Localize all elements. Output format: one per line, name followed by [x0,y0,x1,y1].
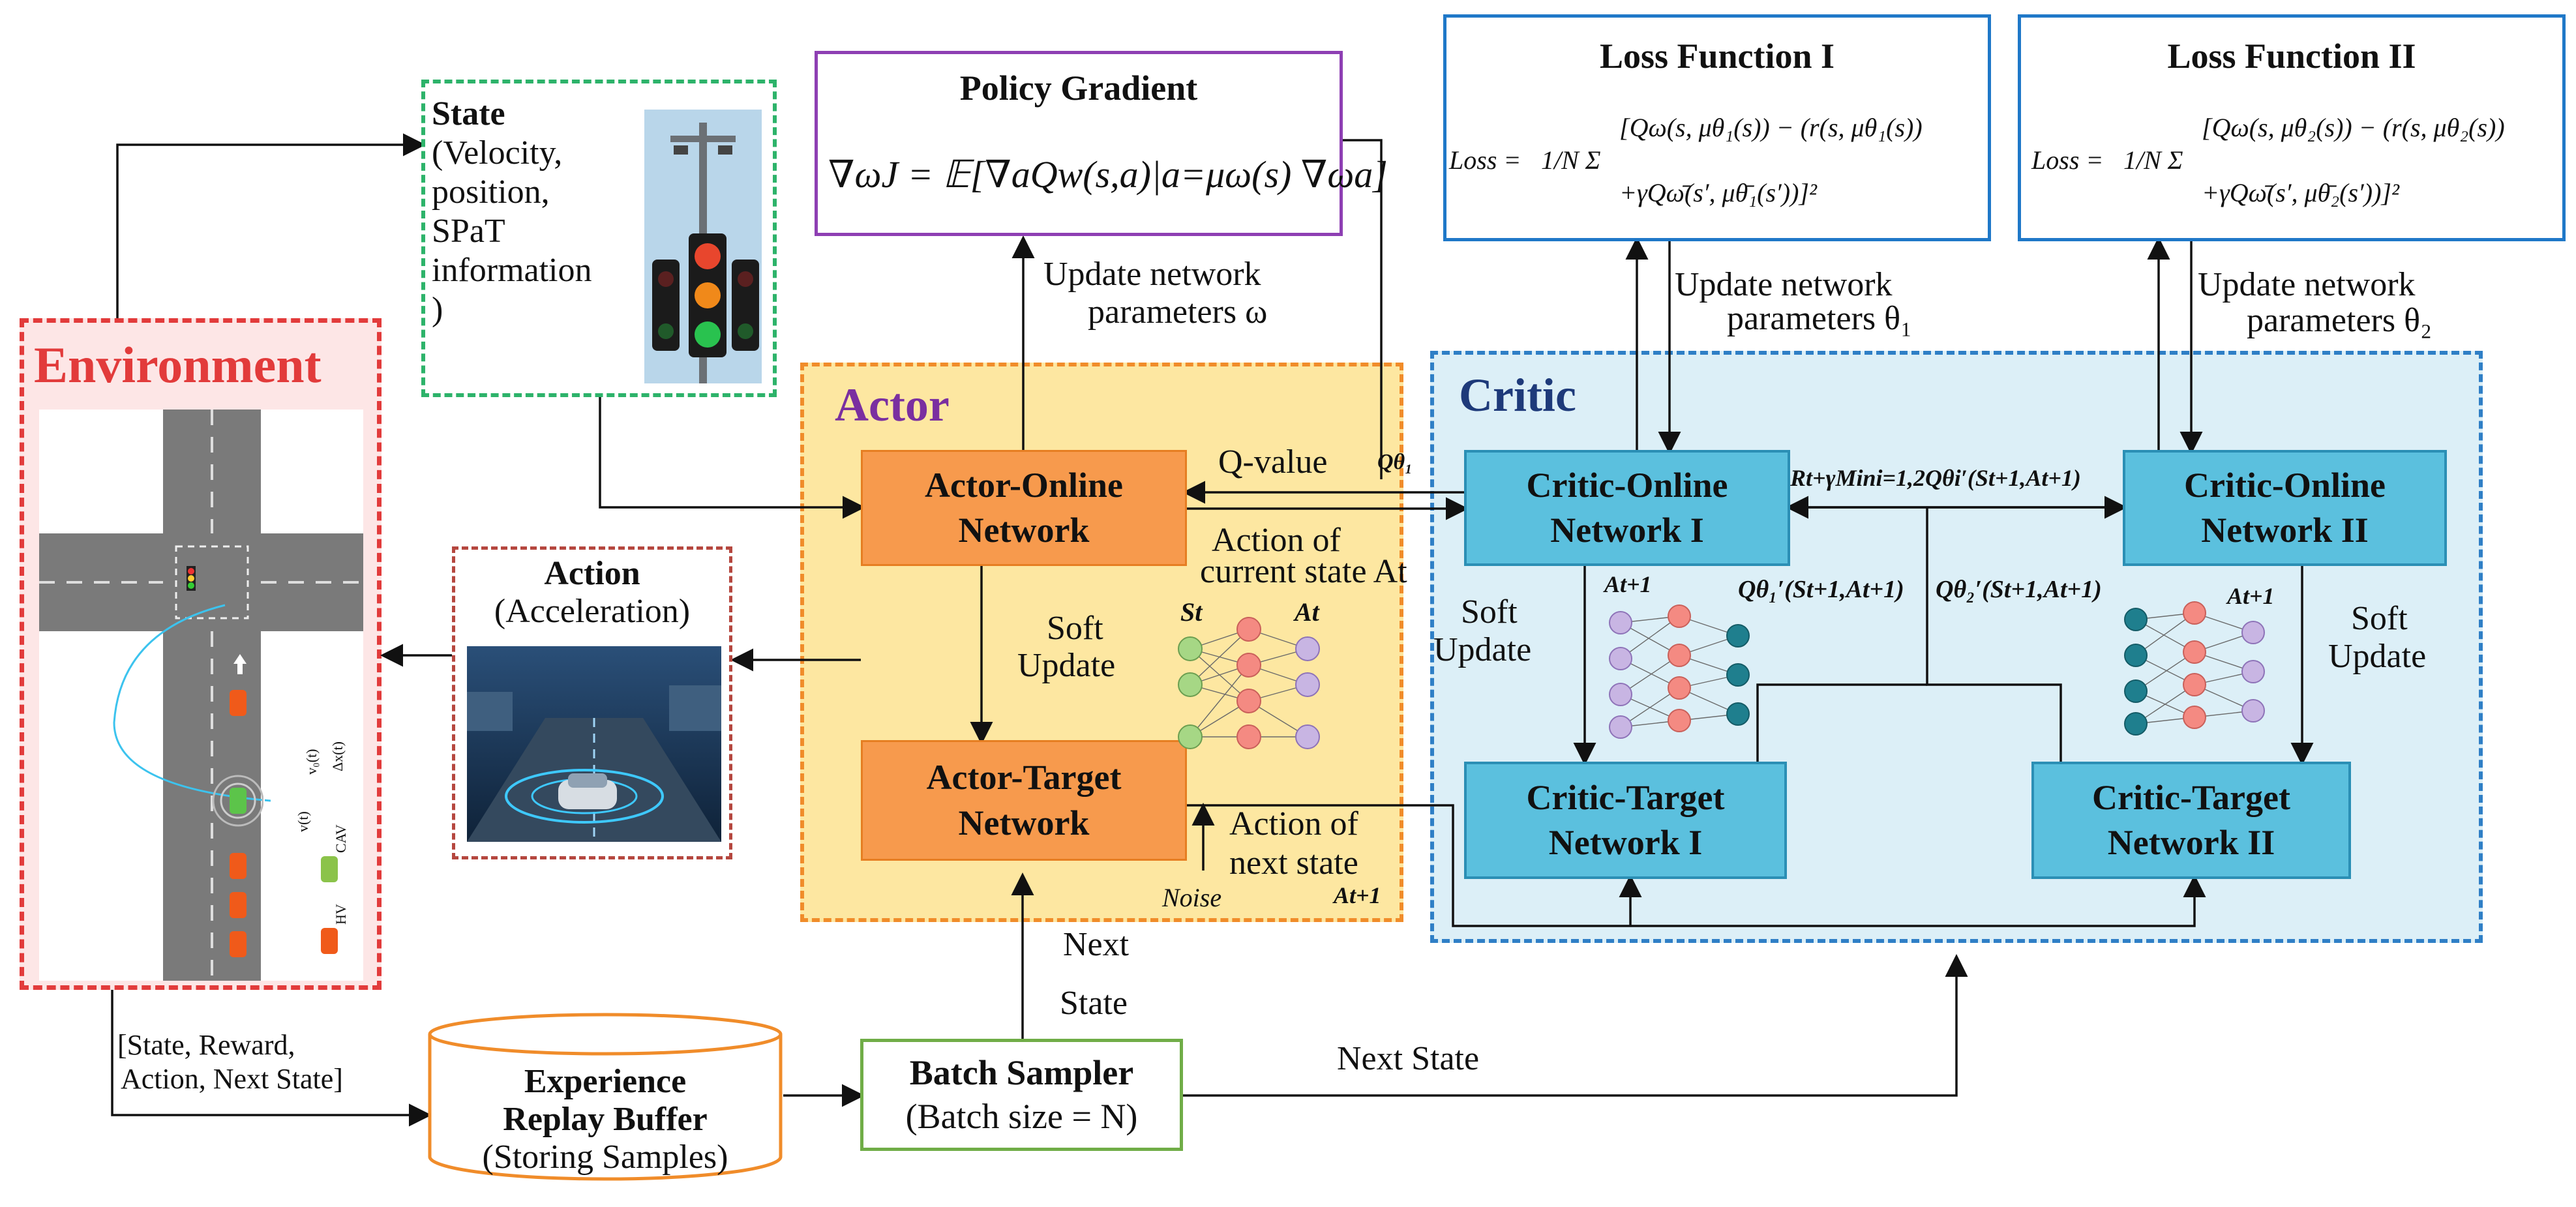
policy-gradient-title: Policy Gradient [959,68,1198,108]
road-label-hv: HV [333,904,349,925]
road-label-v0t: v₀(t) [303,749,320,775]
action-box: Action (Acceleration) [452,546,732,859]
state-box: State (Velocity, position, SPaT informat… [421,80,777,397]
critic-online-1-line-1: Critic-Online [1526,465,1728,505]
road-label-vt: v(t) [295,811,311,832]
buffer-line-1: Experience [524,1063,687,1100]
critic-soft-update-right-line-1: Soft [2351,600,2408,637]
critic-target-1-line-2: Network I [1548,823,1703,862]
policy-gradient-box: Policy Gradient ∇ωJ = 𝔼[∇aQw(s,a)|a=μω(s… [815,51,1388,236]
action-subtitle: (Acceleration) [494,593,691,630]
critic-neural-network-icon-1 [1609,604,1750,739]
loss-ii-line-1: [Qω(s, μθ₂(s)) − (r(s, μθ₂(s)) [2202,113,2505,142]
critic-soft-update-left-line-2: Update [1433,631,1532,668]
critic-neural-network-icon-2 [2124,601,2265,736]
autonomous-car-image [467,646,721,842]
loss-i-line-1: [Qω(s, μθ₁(s)) − (r(s, μθ₁(s)) [1619,113,1923,142]
loss-i-lhs: Loss = [1449,145,1521,175]
buffer-line-3: (Storing Samples) [482,1139,728,1176]
critic-update-params-1-line-2: parameters θ₁ [1727,300,1913,337]
action-title: Action [544,555,640,592]
critic-target-formula: Rt+γMini=1,2Qθi′(St+1,At+1) [1790,465,2081,491]
critic-update-params-2-line-2: parameters θ₂ [2247,302,2433,339]
loss-function-i-title: Loss Function I [1599,37,1835,76]
critic-title: Critic [1459,369,1576,421]
critic-online-2-line-2: Network II [2201,511,2369,550]
next-state-up-line-1: Next [1063,926,1130,963]
actor-online-line-1: Actor-Online [925,465,1123,505]
critic-soft-update-right-line-2: Update [2328,638,2427,675]
state-line-2: position, [432,173,550,211]
buffer-line-2: Replay Buffer [503,1101,708,1138]
q2-prime-label: Qθ₂′(St+1,At+1) [1936,576,2102,603]
state-line-3: SPaT [432,213,505,250]
intersection-illustration: v(t) v₀(t) Δx(t) CAV HV [39,410,363,981]
experience-replay-buffer: Experience Replay Buffer (Storing Sample… [427,1012,783,1182]
q-theta-1-symbol: Qθ₁ [1377,450,1413,474]
loss-i-line-2: +γQω̄(s′, μθ̄₁(s′))]² [1619,178,1817,207]
road-label-cav: CAV [333,824,349,853]
actor-target-line-2: Network [958,803,1090,842]
critic-target-network-ii: Critic-Target Network II [2031,762,2351,879]
actor-target-network: Actor-Target Network [861,740,1187,861]
critic-update-params-2-line-1: Update network [2198,266,2416,303]
q1-prime-label: Qθ₁′(St+1,At+1) [1738,576,1904,603]
batch-sampler-subtitle: (Batch size = N) [905,1097,1138,1136]
loss-function-ii-box: Loss Function II Loss = 1/N Σ [Qω(s, μθ₂… [2018,14,2566,241]
policy-gradient-formula: ∇ωJ = 𝔼[∇aQw(s,a)|a=μω(s) ∇ωa] [828,153,1388,196]
transition-line-1: [State, Reward, [117,1029,295,1061]
next-state-right-label: Next State [1337,1040,1480,1077]
actor-update-params-line-1: Update network [1043,256,1261,293]
critic-soft-update-left-line-1: Soft [1461,593,1518,631]
next-state-up-line-2: State [1060,985,1128,1022]
loss-function-ii-title: Loss Function II [2167,37,2416,76]
traffic-light-image [644,110,762,383]
loss-ii-frac: 1/N Σ [2123,145,2183,175]
q-value-label: Q-value [1218,443,1328,481]
actor-soft-update-line-1: Soft [1047,610,1103,647]
loss-i-frac: 1/N Σ [1541,145,1601,175]
road-label-dxt: Δx(t) [329,741,346,771]
critic-nn-1-input-label: At+1 [1604,571,1652,597]
state-line-5: ) [432,291,443,328]
loss-ii-line-2: +γQω̄(s′, μθ̄₂(s′))]² [2202,178,2399,207]
transition-line-2: Action, Next State] [121,1063,343,1095]
critic-online-network-i: Critic-Online Network I [1464,450,1790,566]
state-title: State [432,95,505,132]
critic-target-2-line-2: Network II [2107,823,2275,862]
actor-online-network: Actor-Online Network [861,450,1187,566]
environment-title: Environment [34,336,322,393]
critic-online-network-ii: Critic-Online Network II [2123,450,2447,566]
noise-label: Noise [1162,883,1222,912]
database-cylinder-icon [428,1013,783,1181]
critic-nn-2-input-label: At+1 [2227,583,2275,609]
action-next-line-1: Action of [1229,805,1358,842]
action-current-line-2: current state At [1200,553,1407,590]
actor-neural-network-icon [1178,617,1320,749]
action-current-line-1: Action of [1212,522,1341,559]
actor-nn-input-label: St [1180,597,1203,627]
critic-update-params-1-line-1: Update network [1675,266,1893,303]
action-next-line-2: next state [1229,844,1358,882]
actor-target-line-1: Actor-Target [926,758,1122,797]
critic-target-2-line-1: Critic-Target [2092,777,2290,817]
critic-target-network-i: Critic-Target Network I [1464,762,1787,879]
state-line-4: information [432,252,592,289]
critic-target-1-line-1: Critic-Target [1526,777,1725,817]
actor-online-line-2: Network [958,511,1090,550]
batch-sampler-box: Batch Sampler (Batch size = N) [860,1039,1183,1151]
loss-ii-lhs: Loss = [2031,145,2104,175]
actor-update-params-line-2: parameters ω [1088,293,1268,331]
state-line-1: (Velocity, [432,134,563,171]
action-next-symbol: At+1 [1334,882,1381,908]
critic-online-1-line-2: Network I [1550,511,1704,550]
loss-function-i-box: Loss Function I Loss = 1/N Σ [Qω(s, μθ₁(… [1443,14,1991,241]
critic-online-2-line-1: Critic-Online [2184,465,2386,505]
actor-title: Actor [835,379,950,431]
actor-nn-output-label: At [1295,597,1319,627]
actor-soft-update-line-2: Update [1017,647,1116,684]
batch-sampler-title: Batch Sampler [909,1052,1134,1092]
